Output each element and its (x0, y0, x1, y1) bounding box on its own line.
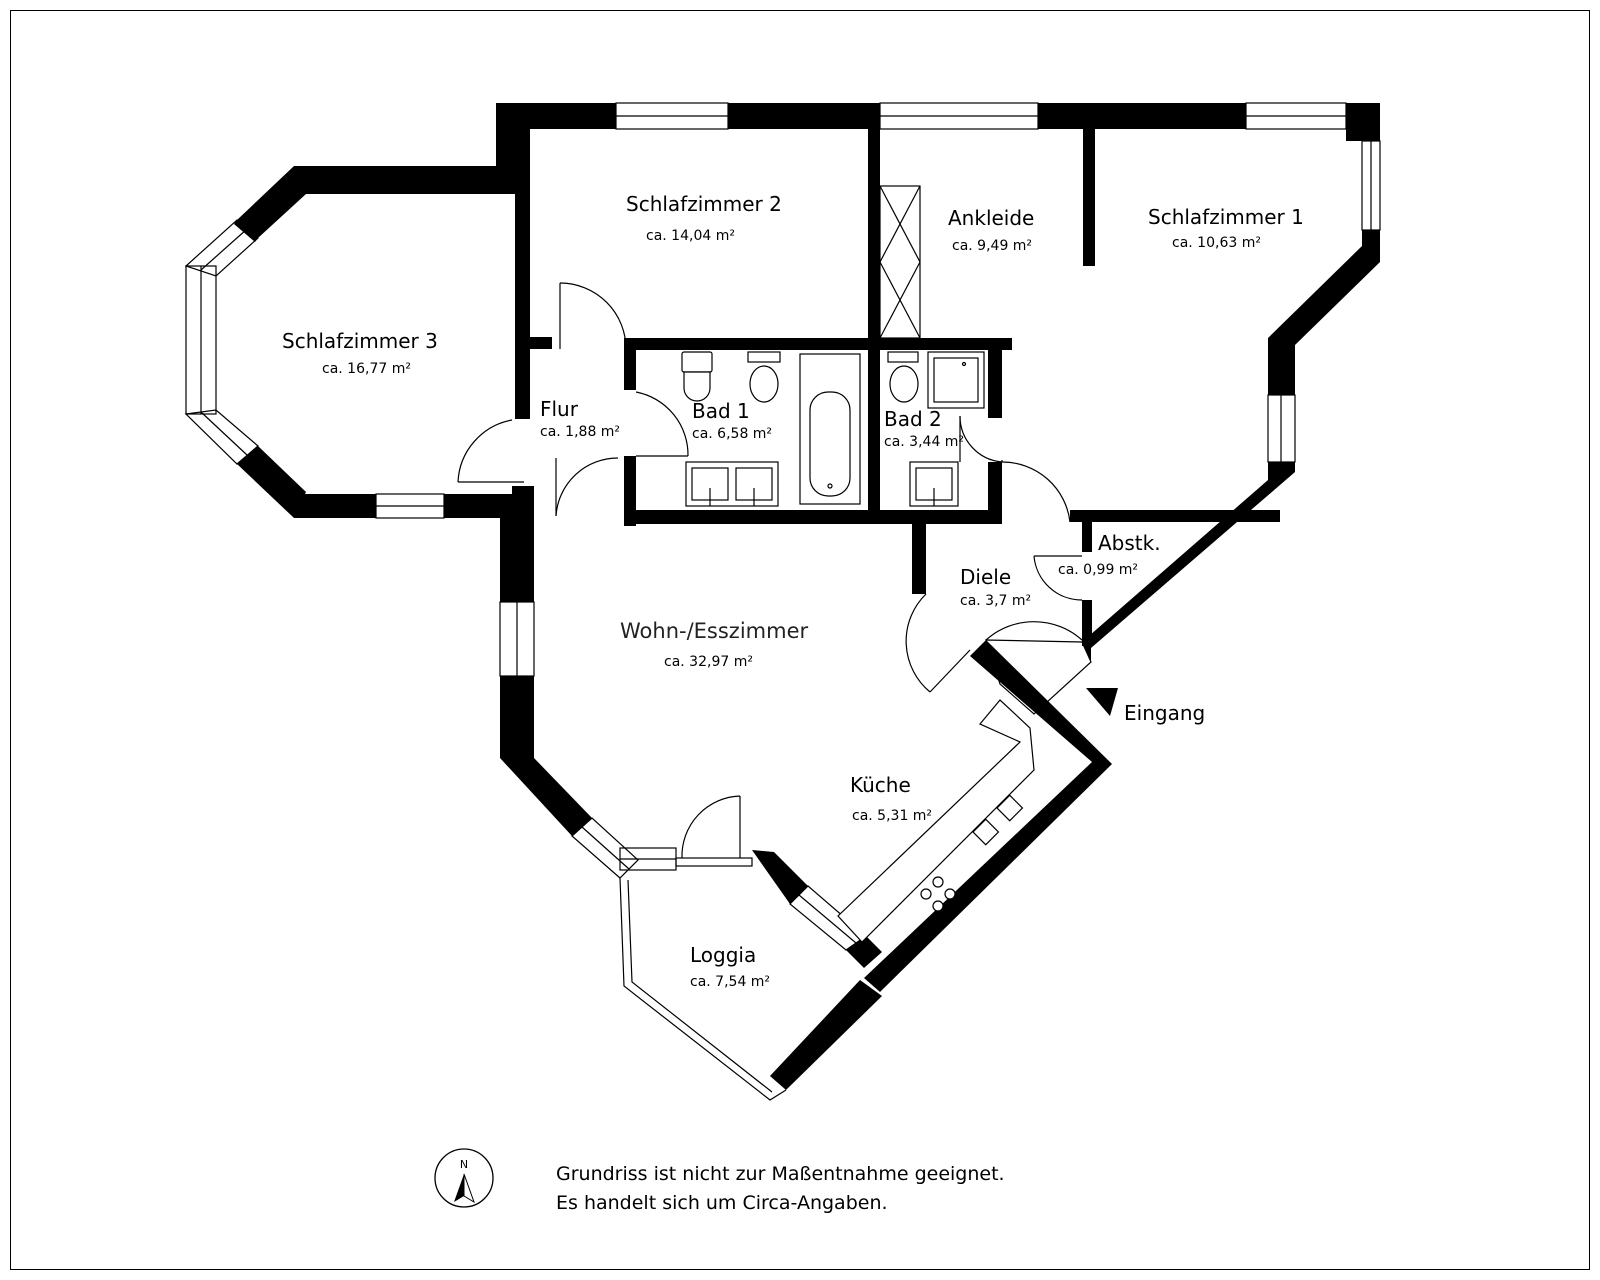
entrance-arrow-icon (1086, 688, 1118, 716)
wardrobe-icon (879, 185, 921, 339)
room-label-schlafzimmer2: Schlafzimmer 2 (626, 192, 782, 216)
room-area-schlafzimmer1: ca. 10,63 m² (1172, 235, 1261, 251)
room-label-kueche: Küche (850, 773, 911, 797)
room-label-flur: Flur (540, 397, 579, 421)
toilet-icon-3 (887, 351, 919, 363)
walls (234, 103, 1380, 1090)
kitchen-counter (837, 699, 1035, 943)
room-area-kueche: ca. 5,31 m² (852, 808, 932, 824)
room-label-bad1: Bad 1 (692, 399, 750, 423)
room-area-schlafzimmer2: ca. 14,04 m² (646, 228, 735, 244)
room-label-schlafzimmer3: Schlafzimmer 3 (282, 329, 438, 353)
plan-frame (10, 10, 1590, 1270)
room-label-abstk: Abstk. (1098, 531, 1161, 555)
entrance-label: Eingang (1124, 701, 1205, 725)
room-area-loggia: ca. 7,54 m² (690, 974, 770, 990)
toilet-icon-2 (747, 351, 781, 363)
doors (457, 282, 1083, 859)
room-area-bad2: ca. 3,44 m² (884, 434, 964, 450)
windows (184, 102, 1381, 1101)
room-area-diele: ca. 3,7 m² (960, 593, 1031, 609)
room-area-ankleide: ca. 9,49 m² (952, 238, 1032, 254)
disclaimer-line-1: Grundriss ist nicht zur Maßentnahme geei… (556, 1163, 1005, 1185)
compass-icon: N (434, 1148, 494, 1208)
room-label-loggia: Loggia (690, 943, 756, 967)
room-area-bad1: ca. 6,58 m² (692, 426, 772, 442)
disclaimer-line-2: Es handelt sich um Circa-Angaben. (556, 1192, 888, 1214)
room-label-schlafzimmer1: Schlafzimmer 1 (1148, 205, 1304, 229)
toilet-icon (681, 351, 713, 373)
room-label-bad2: Bad 2 (884, 407, 942, 431)
room-labels: Schlafzimmer 3 ca. 16,77 m² Schlafzimmer… (282, 192, 1304, 990)
room-area-schlafzimmer3: ca. 16,77 m² (322, 361, 411, 377)
hob-icon (932, 876, 944, 888)
compass-label: N (460, 1158, 468, 1171)
fixtures (681, 185, 1035, 943)
disclaimer-note: Grundriss ist nicht zur Maßentnahme geei… (556, 1160, 1005, 1218)
stove-plate-icon (972, 818, 1000, 846)
room-area-abstk: ca. 0,99 m² (1058, 562, 1138, 578)
room-area-flur: ca. 1,88 m² (540, 424, 620, 440)
room-label-ankleide: Ankleide (948, 206, 1034, 230)
room-area-wohn: ca. 32,97 m² (664, 654, 753, 670)
room-label-wohn: Wohn-/Esszimmer (620, 619, 808, 643)
room-label-diele: Diele (960, 565, 1011, 589)
